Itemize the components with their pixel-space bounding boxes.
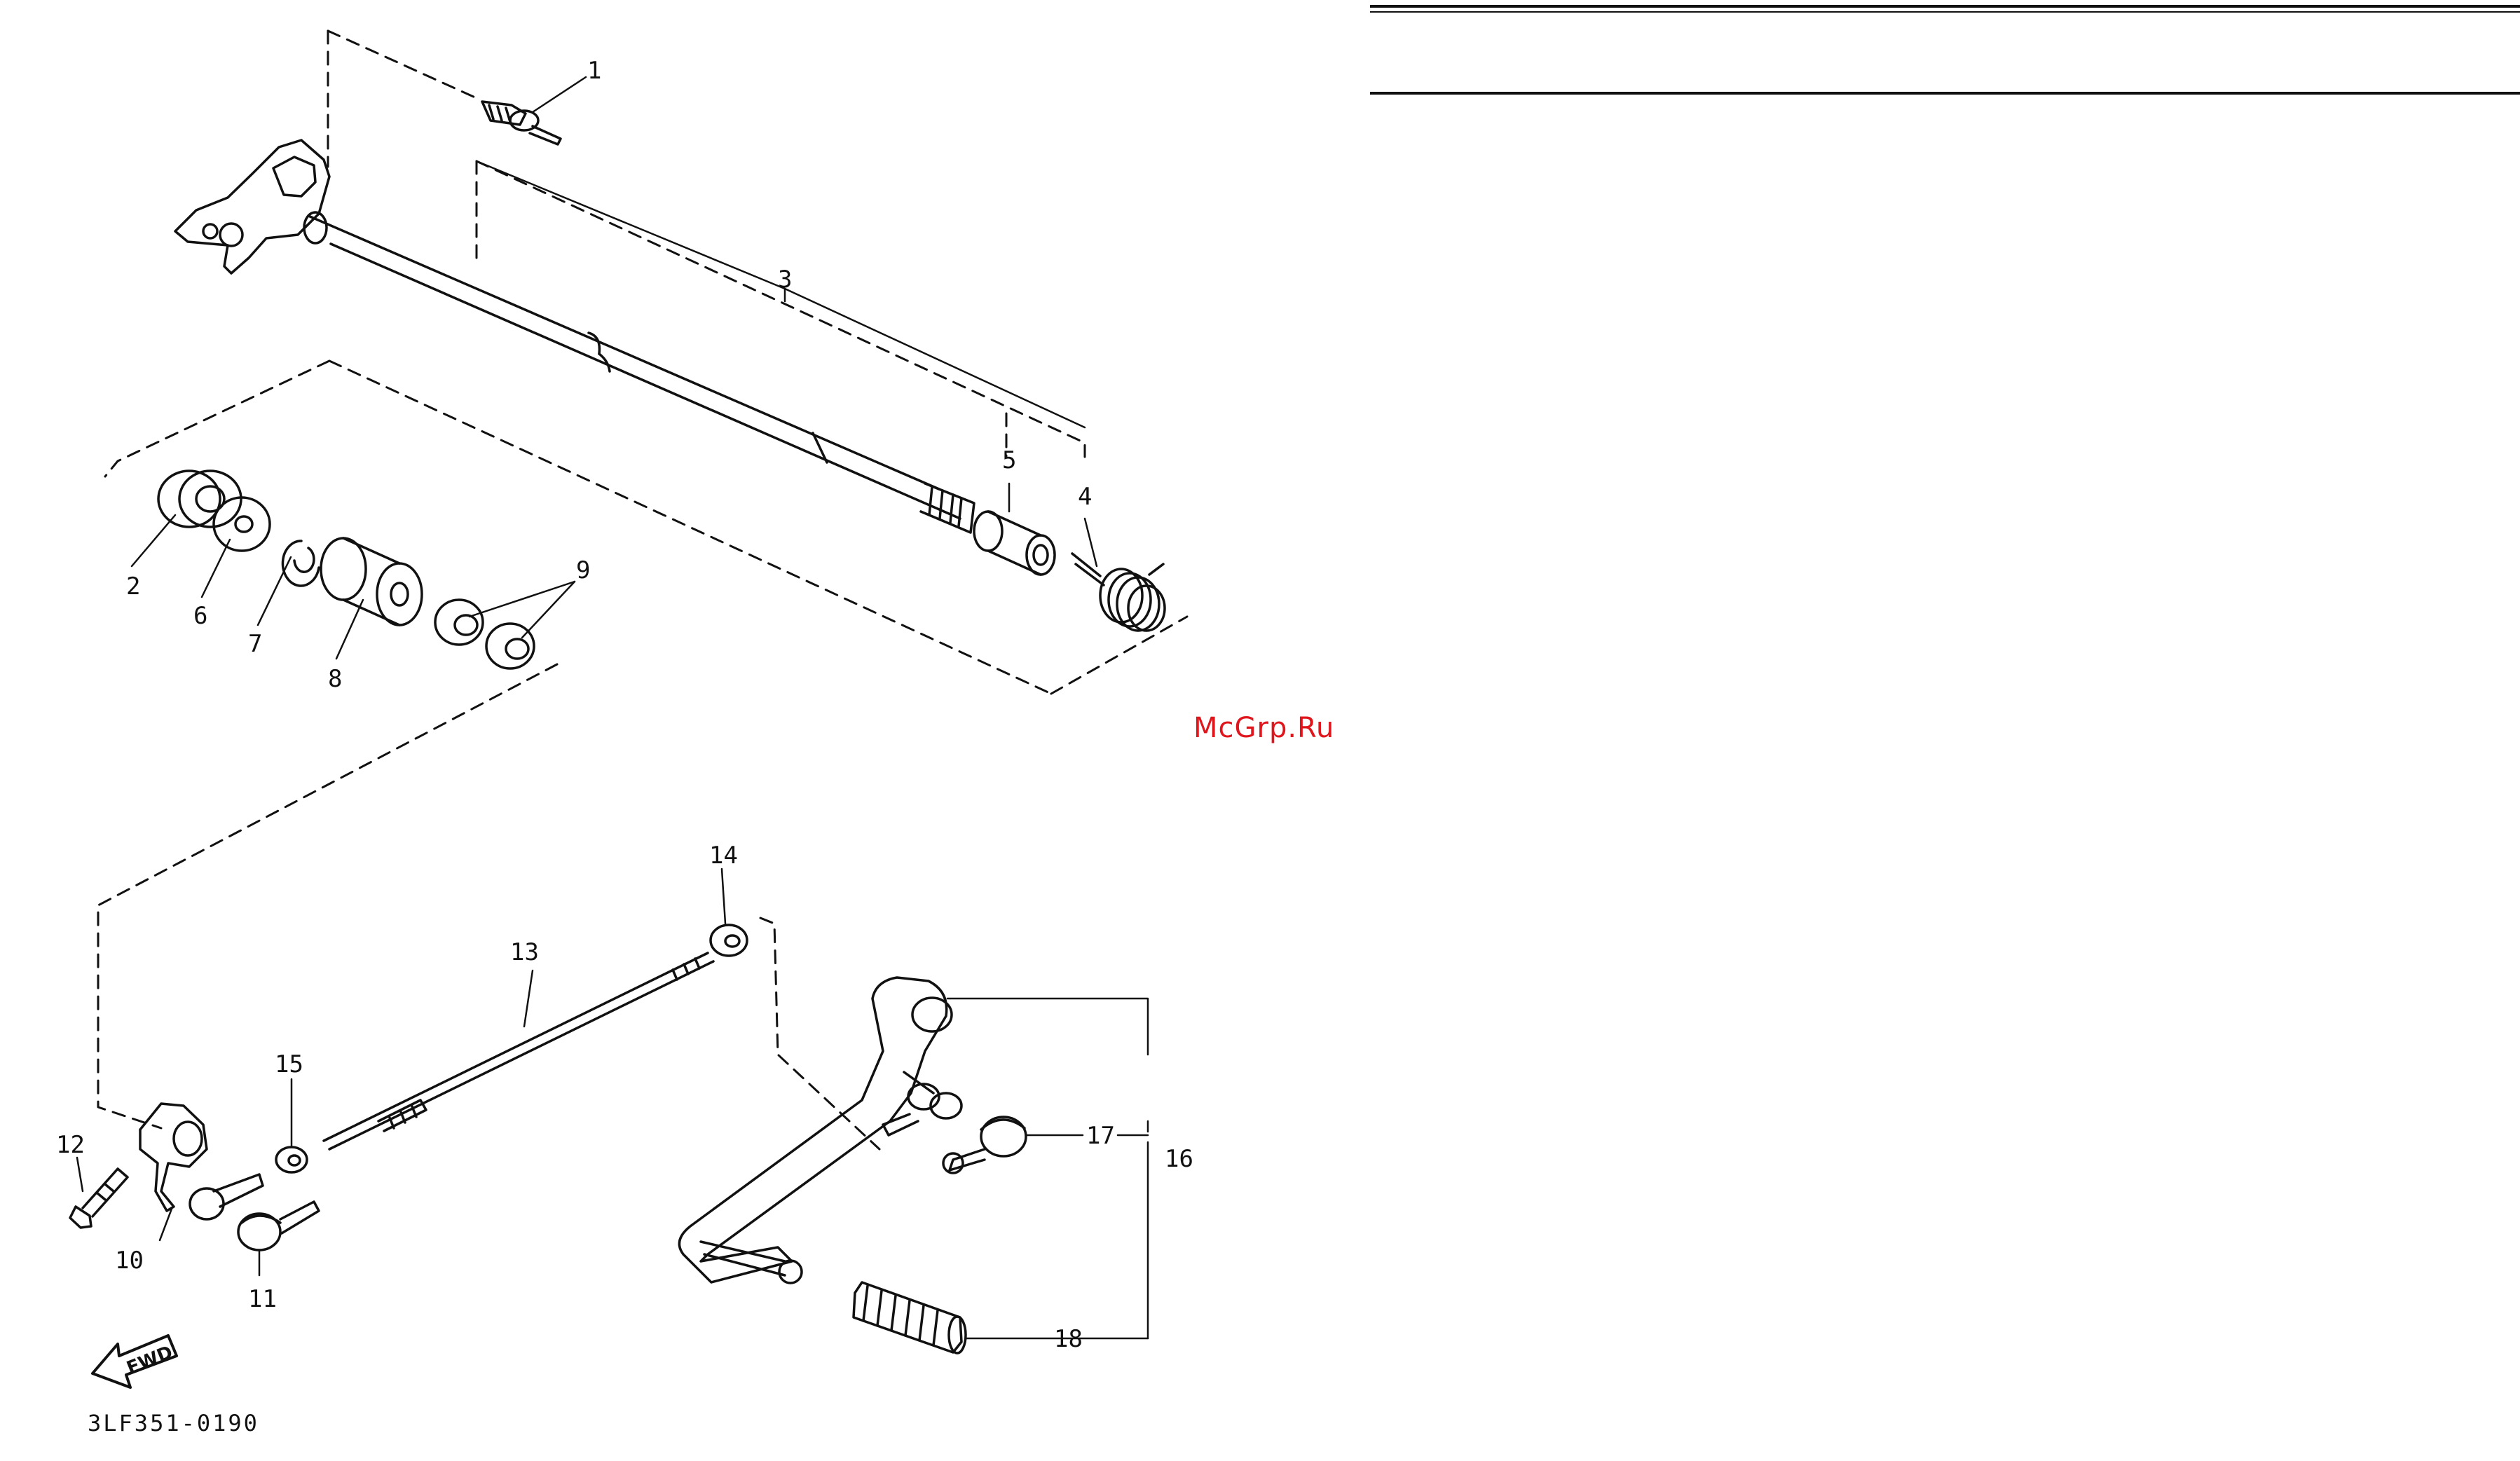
callout-12: 12 <box>56 1131 85 1159</box>
callout-16: 16 <box>1165 1145 1193 1173</box>
callout-13: 13 <box>510 938 539 966</box>
part-4-spring <box>1072 554 1165 631</box>
part-9-oil-seals <box>435 600 534 668</box>
callout-4: 4 <box>1078 483 1092 511</box>
callout-2: 2 <box>126 572 140 601</box>
callout-15: 15 <box>275 1050 303 1078</box>
part-11-joint <box>238 1202 319 1250</box>
part-13-shift-rod <box>324 953 713 1149</box>
callout-3: 3 <box>778 266 792 294</box>
part-14-nut <box>711 925 747 956</box>
part-17-joint <box>943 1117 1026 1173</box>
callout-7: 7 <box>248 630 262 658</box>
part-8-bushing <box>321 538 422 625</box>
watermark: McGrp.Ru <box>1193 712 1334 744</box>
part-16-shift-pedal <box>679 978 952 1283</box>
fwd-label: FWD <box>124 1342 176 1379</box>
callout-10: 10 <box>115 1247 144 1275</box>
callout-14: 14 <box>709 842 738 870</box>
diagram-code: 3LF351-0190 <box>88 1410 259 1436</box>
callout-5: 5 <box>1002 446 1016 474</box>
part-5-collar <box>974 512 1055 575</box>
callout-1: 1 <box>587 57 601 85</box>
callout-6: 6 <box>193 602 207 630</box>
part-2-bearing <box>158 471 241 527</box>
part-12-bolt <box>70 1169 128 1228</box>
callout-8: 8 <box>328 665 342 693</box>
callout-18: 18 <box>1054 1325 1083 1353</box>
callout-17: 17 <box>1086 1122 1115 1150</box>
callout-11: 11 <box>248 1285 277 1313</box>
assembly-lines <box>98 31 1187 1149</box>
callout-9: 9 <box>576 556 590 584</box>
part-18-pedal-rubber <box>854 1282 966 1353</box>
part-15-nut <box>276 1147 307 1172</box>
part-10-shift-arm <box>140 1104 207 1211</box>
part-3-shift-shaft <box>175 140 974 533</box>
part-1-bolt <box>482 102 561 144</box>
